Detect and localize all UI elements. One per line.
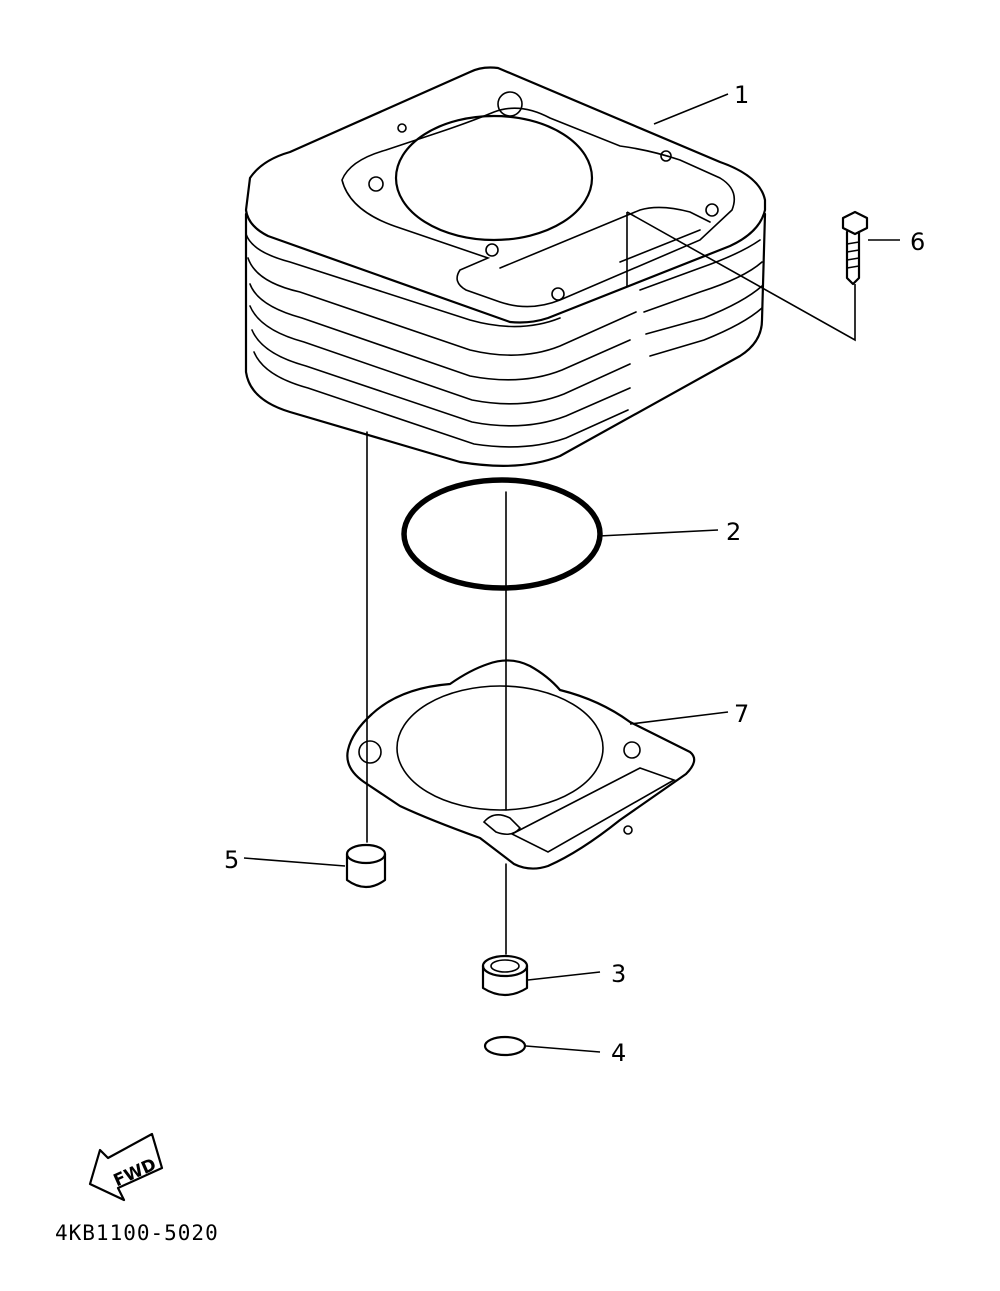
callout-7: 7 bbox=[734, 700, 749, 728]
assembly-lines bbox=[366, 211, 856, 955]
callout-2: 2 bbox=[726, 518, 741, 546]
callout-3: 3 bbox=[611, 960, 626, 988]
bolt bbox=[841, 210, 869, 286]
fwd-label: FWD bbox=[111, 1155, 160, 1191]
o-ring-large bbox=[401, 477, 603, 591]
callout-6: 6 bbox=[910, 228, 925, 256]
callout-5: 5 bbox=[224, 846, 239, 874]
cylinder-base-gasket bbox=[346, 659, 696, 870]
cylinder bbox=[244, 66, 767, 467]
dowel-pin-left bbox=[345, 843, 387, 889]
callout-4: 4 bbox=[611, 1039, 626, 1067]
dowel-pin-center bbox=[481, 954, 529, 997]
leader-lines bbox=[243, 93, 900, 1053]
o-ring-small bbox=[483, 1035, 527, 1057]
forward-direction-arrow: FWD bbox=[88, 1132, 164, 1202]
callout-labels: 1 2 3 4 5 6 7 bbox=[224, 81, 925, 1067]
callout-1: 1 bbox=[734, 81, 749, 109]
diagram-code: 4KB1100-5020 bbox=[55, 1221, 219, 1245]
